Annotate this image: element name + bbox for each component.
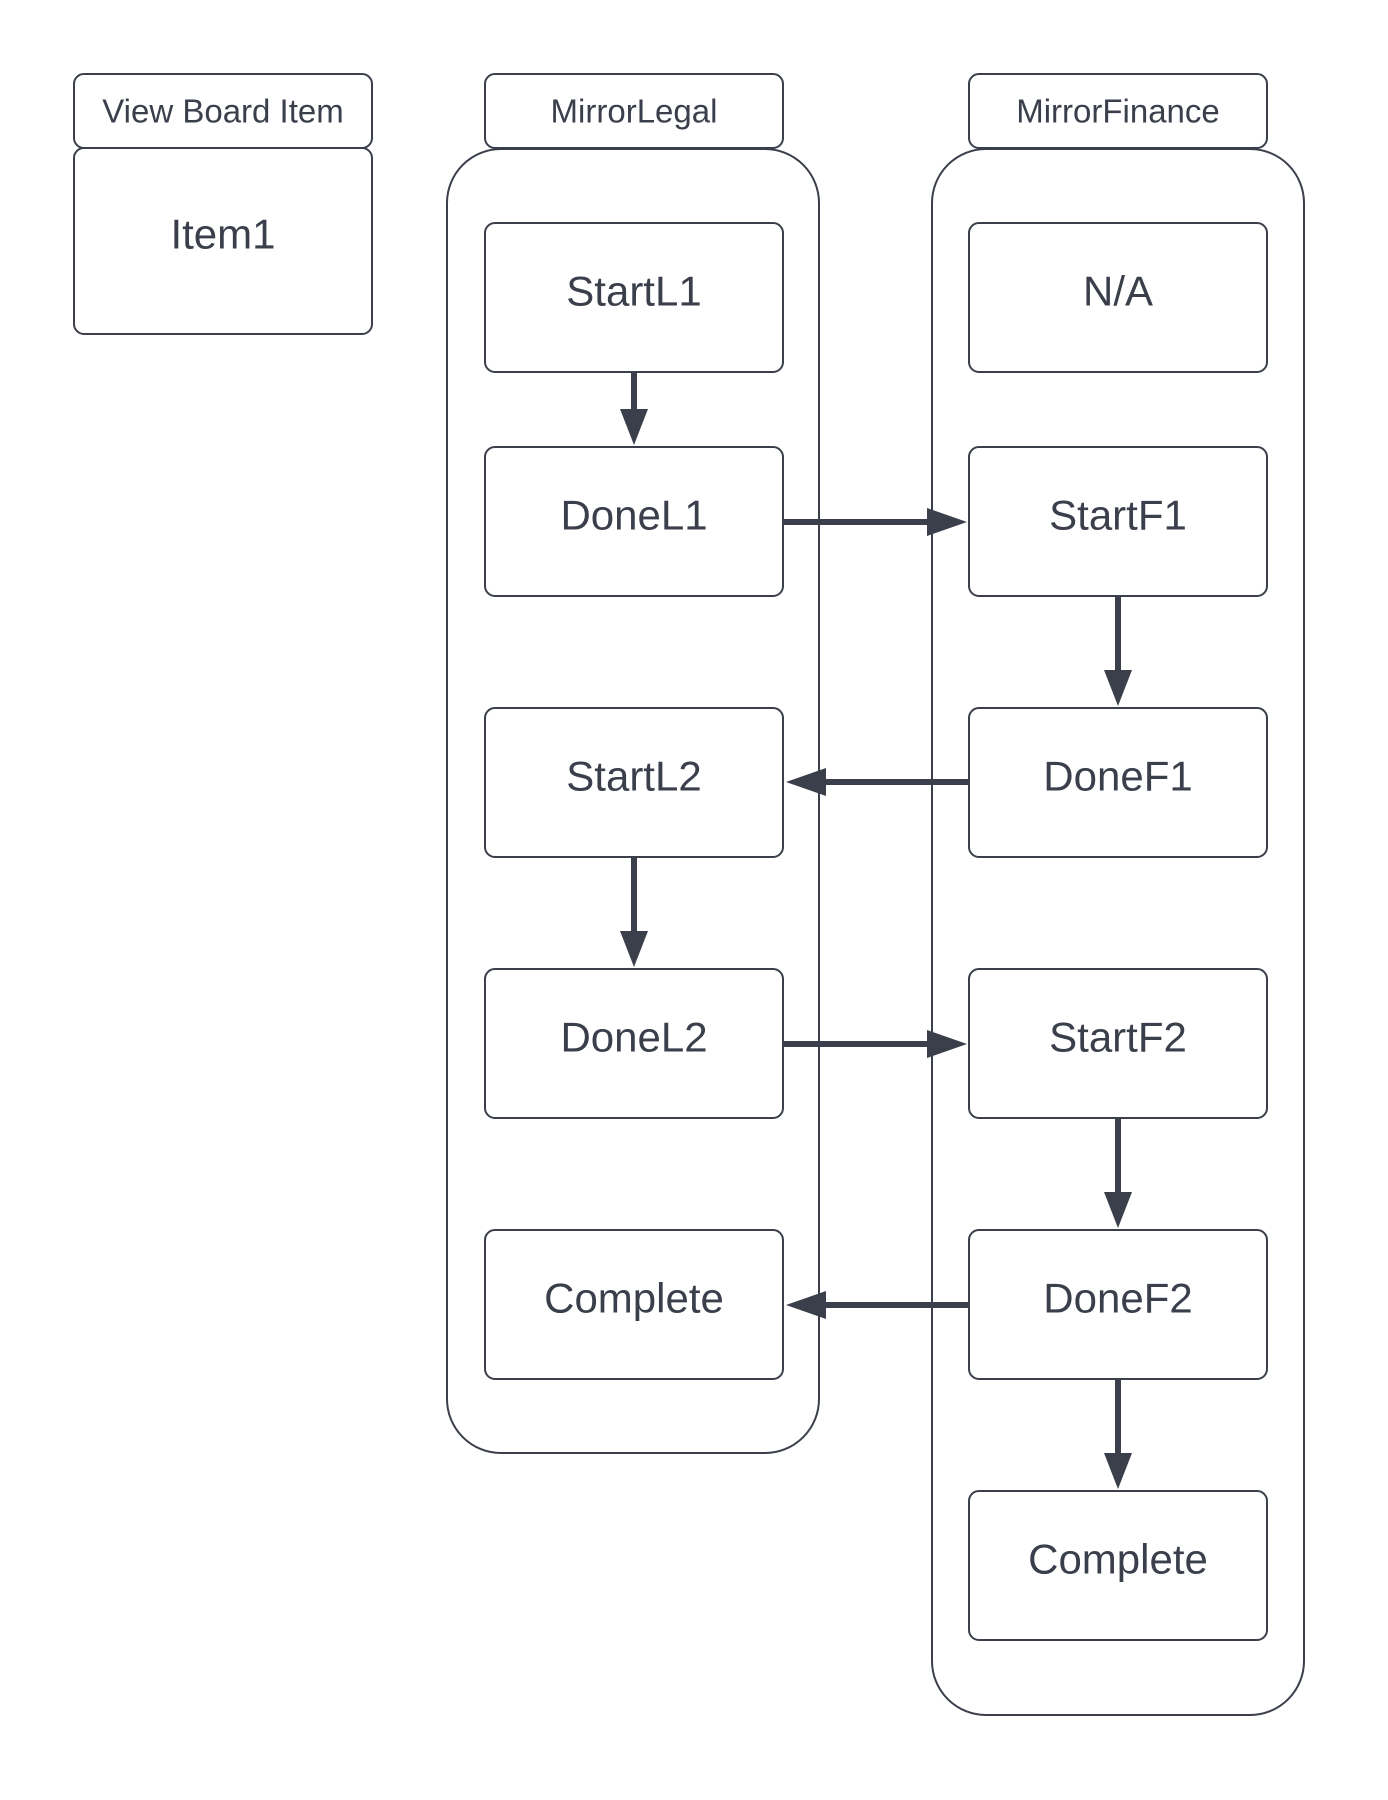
- node-legal-done2-label: DoneL2: [560, 1014, 707, 1061]
- node-finance-start2[interactable]: StartF2: [968, 968, 1268, 1119]
- edge-startl2-to-donel2: [620, 857, 648, 967]
- edge-startf1-to-donef1: [1104, 596, 1132, 706]
- lane-legal-header-box: [484, 73, 784, 149]
- node-legal-start1-label: StartL1: [566, 268, 701, 315]
- node-finance-start2-label: StartF2: [1049, 1014, 1187, 1061]
- node-finance-complete[interactable]: Complete: [968, 1490, 1268, 1641]
- node-legal-done1[interactable]: DoneL1: [484, 446, 784, 597]
- edge-donef2-to-finance-complete: [1104, 1379, 1132, 1489]
- node-finance-na[interactable]: N/A: [968, 222, 1268, 373]
- node-legal-start1[interactable]: StartL1: [484, 222, 784, 373]
- node-legal-start2-label: StartL2: [566, 753, 701, 800]
- node-finance-done2[interactable]: DoneF2: [968, 1229, 1268, 1380]
- lane-mirror-legal: MirrorLegal StartL1 DoneL1 StartL2 DoneL…: [446, 73, 820, 1454]
- edge-donel1-to-startf1: [784, 508, 967, 536]
- legend-group: View Board Item Item1: [73, 73, 373, 335]
- node-finance-done1-label: DoneF1: [1043, 753, 1192, 800]
- edge-donef2-to-legal-complete: [786, 1291, 968, 1319]
- lane-legal-header-label: MirrorLegal: [551, 93, 718, 130]
- node-legal-done2[interactable]: DoneL2: [484, 968, 784, 1119]
- node-legal-complete-label: Complete: [544, 1275, 724, 1322]
- lane-finance-header-box: [968, 73, 1268, 149]
- node-finance-start1[interactable]: StartF1: [968, 446, 1268, 597]
- connectors: [620, 372, 1132, 1489]
- edge-donel2-to-startf2: [784, 1030, 967, 1058]
- edge-donef1-to-startl2: [786, 768, 968, 796]
- node-finance-start1-label: StartF1: [1049, 492, 1187, 539]
- edge-startf2-to-donef2: [1104, 1118, 1132, 1228]
- legend-item-label: Item1: [170, 211, 275, 258]
- legend-item-card[interactable]: [73, 147, 373, 335]
- node-legal-start2[interactable]: StartL2: [484, 707, 784, 858]
- node-finance-done1[interactable]: DoneF1: [968, 707, 1268, 858]
- legend-header-label: View Board Item: [102, 93, 344, 130]
- node-finance-na-label: N/A: [1083, 268, 1153, 315]
- node-finance-done2-label: DoneF2: [1043, 1275, 1192, 1322]
- lane-finance-header-label: MirrorFinance: [1016, 93, 1220, 130]
- node-legal-complete[interactable]: Complete: [484, 1229, 784, 1380]
- edge-startl1-to-donel1: [620, 372, 648, 445]
- node-legal-done1-label: DoneL1: [560, 492, 707, 539]
- lane-mirror-finance: MirrorFinance N/A StartF1 DoneF1 StartF2…: [931, 73, 1305, 1716]
- node-finance-complete-label: Complete: [1028, 1536, 1208, 1583]
